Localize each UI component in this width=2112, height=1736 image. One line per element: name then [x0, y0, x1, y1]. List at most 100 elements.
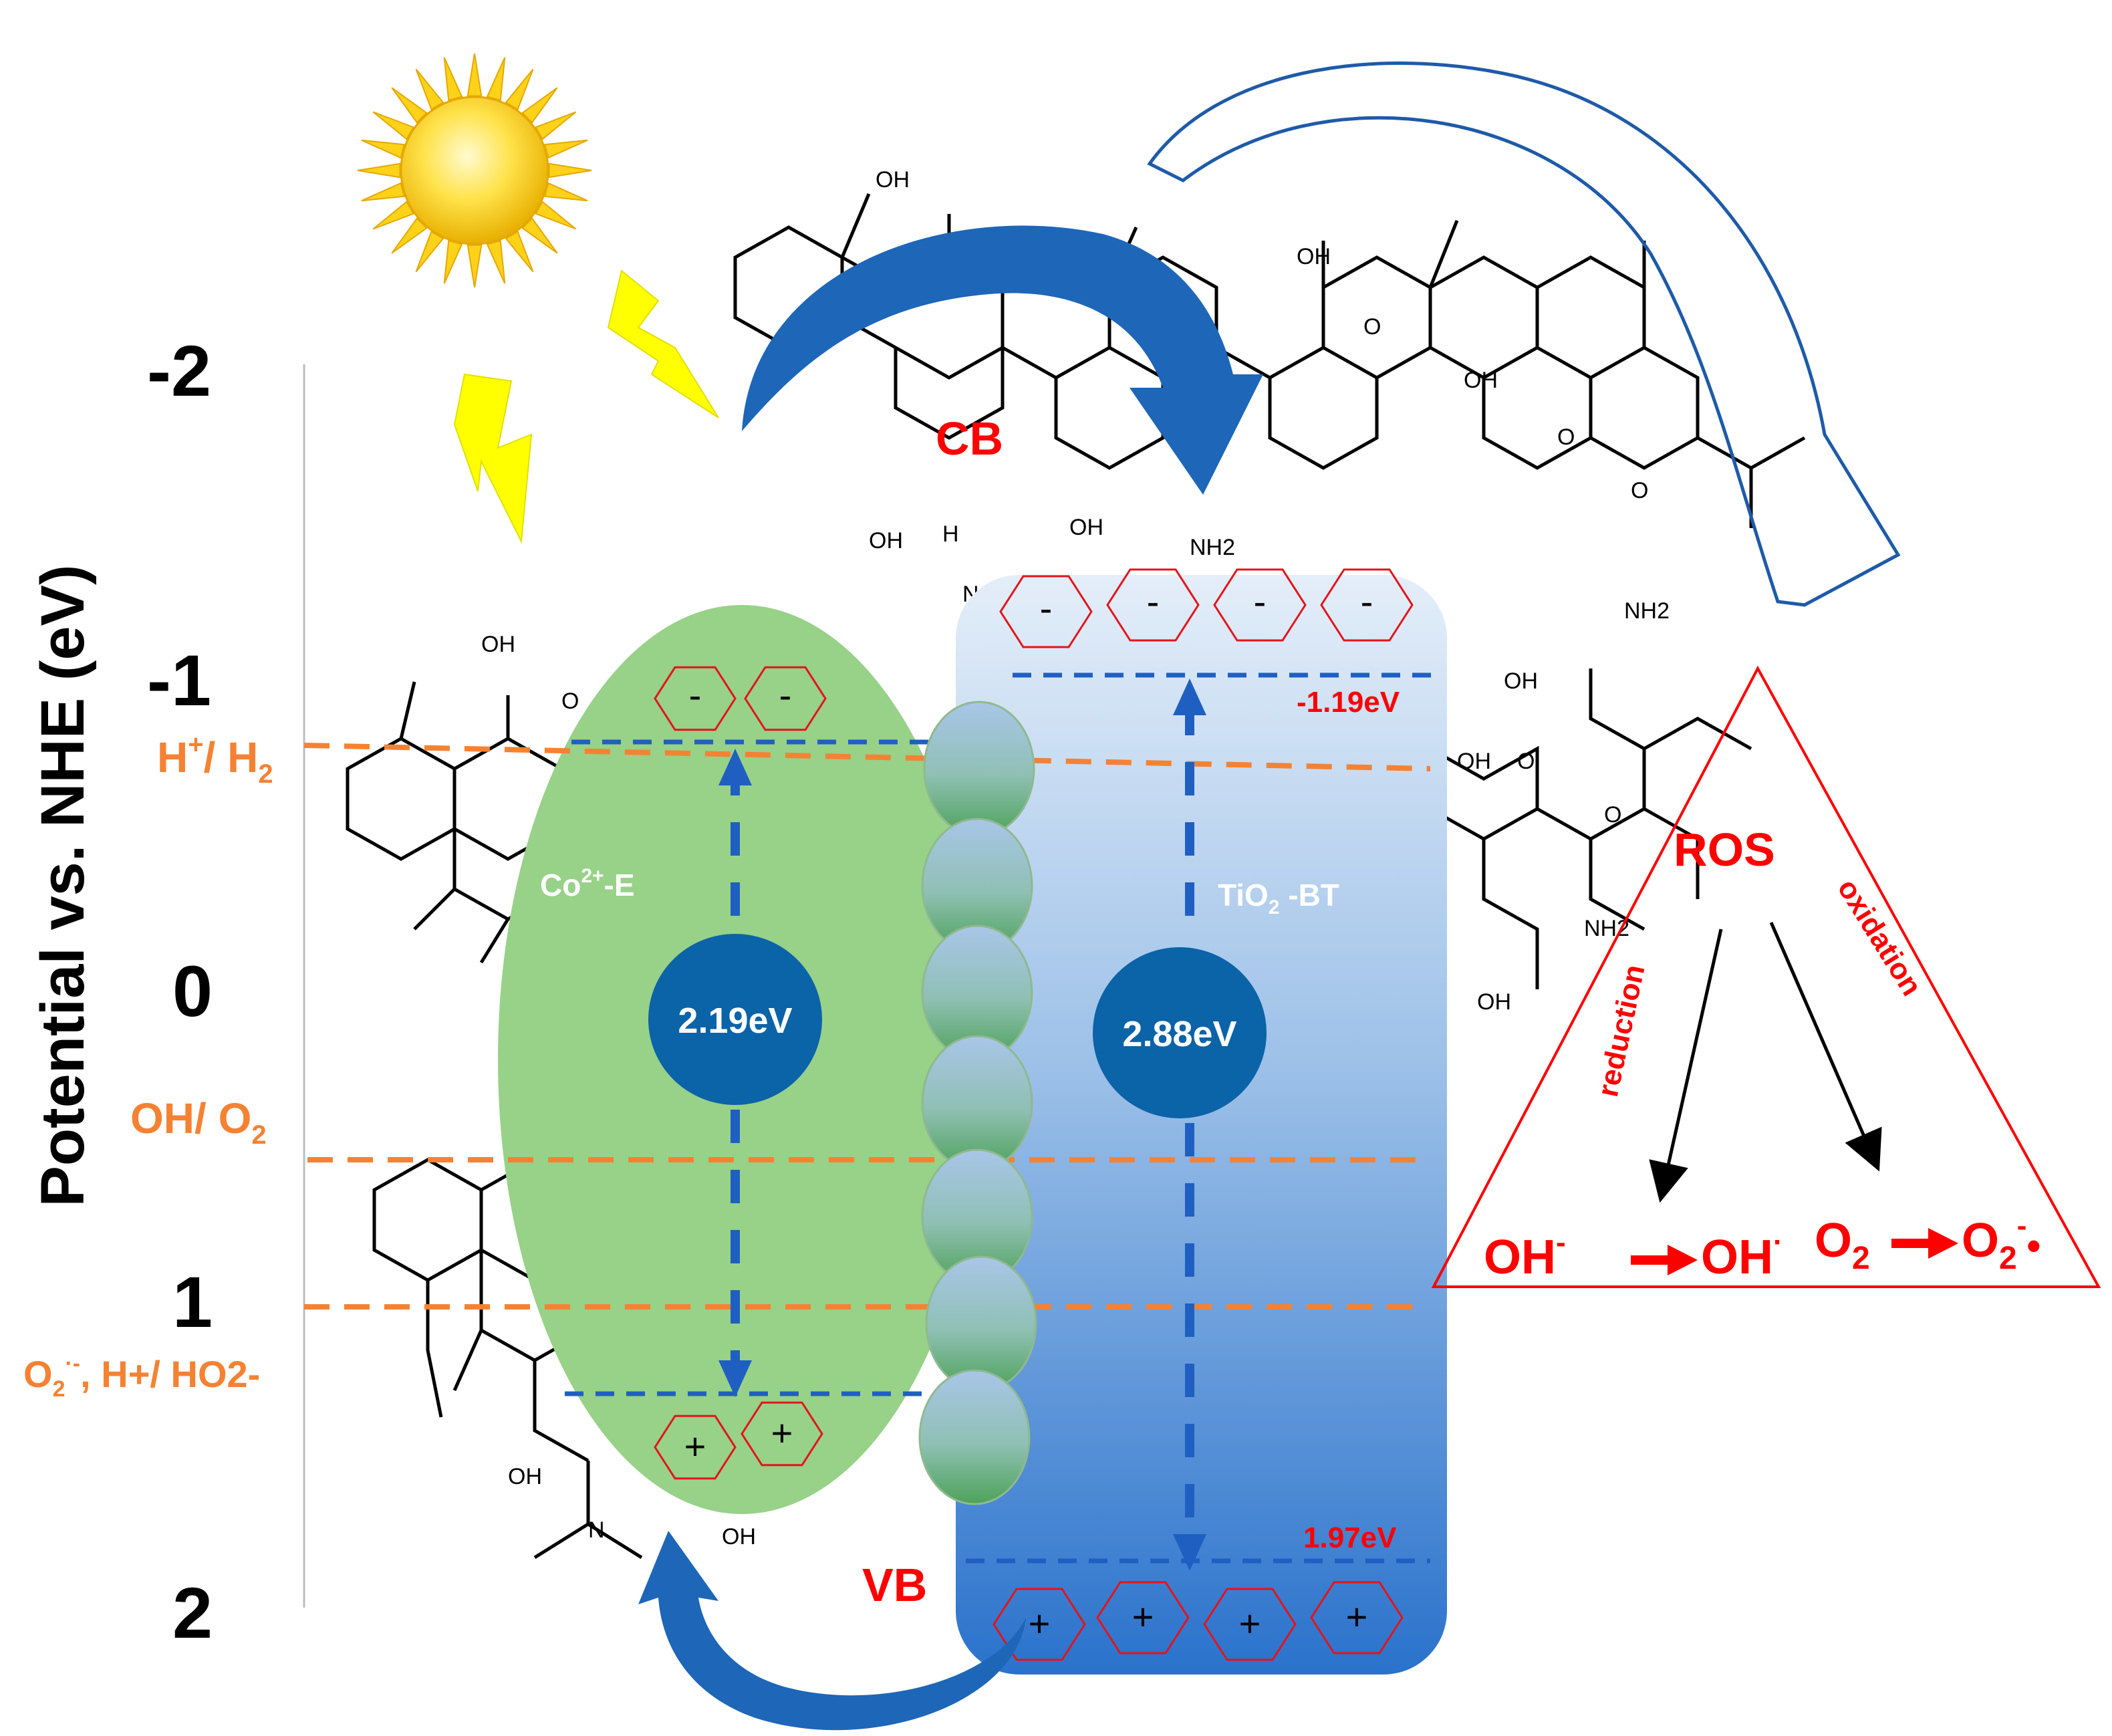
- sun-ray: [543, 139, 588, 159]
- sun-ray: [548, 162, 592, 178]
- electron-hexagon: [1213, 568, 1307, 642]
- hole-hexagon: [654, 1414, 737, 1480]
- svg-text:O2-•: O2-•: [1962, 1209, 2040, 1276]
- svg-text:O: O: [1604, 802, 1621, 828]
- sun-ray: [505, 68, 534, 110]
- tick-label-neg1: -1: [147, 640, 211, 721]
- co-e-label: Co2+-E: [540, 865, 635, 902]
- electron-transfer-arrow: [742, 225, 1263, 495]
- sun-ray: [357, 162, 401, 178]
- sun-ray: [486, 239, 506, 284]
- svg-text:OH: OH: [1069, 515, 1103, 540]
- hole-symbol: +: [1239, 1602, 1261, 1644]
- sun-ray: [391, 217, 428, 254]
- svg-text:OH: OH: [481, 632, 515, 657]
- ros-reaction-left: OH- OH·: [1484, 1226, 1783, 1284]
- tick-label-0: 0: [172, 951, 213, 1031]
- svg-text:OH: OH: [869, 528, 903, 553]
- electron-symbol: -: [1147, 580, 1160, 622]
- hole-hexagon: [1203, 1588, 1297, 1661]
- sun-ray: [543, 182, 588, 202]
- svg-text:OH: OH: [1457, 749, 1491, 774]
- svg-text:OH: OH: [508, 1464, 542, 1489]
- tick-label-2: 2: [172, 1572, 213, 1653]
- svg-text:O2: O2: [1815, 1214, 1870, 1276]
- svg-text:NH2: NH2: [1624, 598, 1670, 624]
- band-gap-value-co: 2.19eV: [678, 1001, 792, 1041]
- redox-label-o2-ho2: O2·-, H+/ HO2-: [23, 1351, 260, 1402]
- svg-text:OH: OH: [1477, 989, 1511, 1015]
- axis-title: Potential vs. NHE (eV): [29, 564, 97, 1207]
- svg-text:OH: OH: [722, 1524, 756, 1549]
- cb-label: CB: [936, 412, 1003, 465]
- electron-symbol: -: [1361, 580, 1373, 622]
- ros-title: ROS: [1674, 824, 1775, 876]
- svg-text:OH: OH: [876, 167, 910, 193]
- ros-reaction-right: O2 O2-•: [1815, 1209, 2040, 1276]
- electron-symbol: -: [689, 674, 702, 716]
- sun-ray: [372, 201, 414, 230]
- interface-spheres: [918, 701, 1037, 1505]
- hole-symbol: +: [684, 1425, 706, 1467]
- redox-labels: H+/ H2 OH/ O2 O2·-, H+/ HO2-: [23, 730, 273, 1402]
- reduction-label: reduction: [1591, 962, 1652, 1100]
- sun-ray: [521, 217, 558, 254]
- sun-ray: [535, 201, 577, 230]
- electron-hexagon: [1320, 568, 1414, 642]
- svg-text:O: O: [1517, 749, 1535, 774]
- svg-text:O: O: [1557, 424, 1575, 450]
- svg-text:O: O: [1631, 478, 1648, 503]
- lightning-bolt-icon: [607, 269, 719, 418]
- hole-hexagon: [1310, 1581, 1404, 1654]
- electron-symbol: -: [779, 674, 792, 716]
- electron-hexagon: [654, 666, 737, 731]
- hole-hexagon: [1096, 1581, 1190, 1654]
- oxidation-arrow: [1769, 922, 1882, 1172]
- electron-symbol: -: [1254, 580, 1267, 622]
- sun-ray: [467, 53, 483, 97]
- electron-hexagon: [1106, 568, 1200, 642]
- svg-text:NH2: NH2: [1190, 535, 1235, 560]
- svg-text:OH: OH: [1464, 368, 1498, 393]
- oxidation-label: oxidation: [1831, 873, 1928, 1001]
- tick-label-1: 1: [172, 1261, 213, 1342]
- sun-ray: [521, 87, 558, 124]
- svg-text:N: N: [588, 1517, 605, 1543]
- svg-text:OH-: OH-: [1484, 1226, 1566, 1284]
- ros-triangle: [1431, 665, 2101, 1288]
- electron-symbol: -: [1040, 587, 1053, 629]
- hole-symbol: +: [771, 1412, 793, 1454]
- svg-text:OH·: OH·: [1701, 1226, 1783, 1284]
- sun-ray: [443, 57, 463, 102]
- redox-label-oh-o2: OH/ O2: [130, 1094, 267, 1150]
- svg-text:O: O: [561, 689, 579, 714]
- reduction-arrow: [1649, 928, 1723, 1203]
- ros-flow-arrow: [1147, 61, 1901, 607]
- electron-hexagon: [999, 575, 1093, 648]
- sun-ray: [443, 239, 463, 284]
- hole-hexagon: [741, 1401, 823, 1467]
- band-edge-lines: [565, 672, 1434, 1564]
- electron-hexagon: [744, 666, 827, 731]
- svg-text:OH: OH: [1504, 668, 1538, 694]
- svg-text:OH: OH: [1297, 244, 1331, 269]
- sun-ray: [467, 244, 483, 288]
- redox-level-lines: [303, 743, 1431, 1310]
- sun-ray: [361, 139, 406, 159]
- sun-ray: [535, 111, 577, 140]
- sun-ray: [415, 231, 444, 273]
- tio2-label: TiO2 -BT: [1218, 878, 1339, 918]
- sun-ray: [486, 57, 506, 102]
- redox-label-h-h2: H+/ H2: [157, 730, 273, 789]
- molecule-structure-backdrop: [346, 193, 1806, 1560]
- vb-energy-label: 1.97eV: [1303, 1521, 1397, 1554]
- sun-ray: [415, 68, 444, 110]
- band-gap-value-tio2: 2.88eV: [1122, 1014, 1236, 1054]
- tio2-band-panel: [956, 575, 1447, 1675]
- sun-icon: [357, 53, 592, 288]
- sun-ray: [391, 87, 428, 124]
- tick-label-neg2: -2: [147, 330, 211, 411]
- hole-symbol: +: [1346, 1596, 1368, 1638]
- band-gap-badge-tio2: [1093, 947, 1267, 1118]
